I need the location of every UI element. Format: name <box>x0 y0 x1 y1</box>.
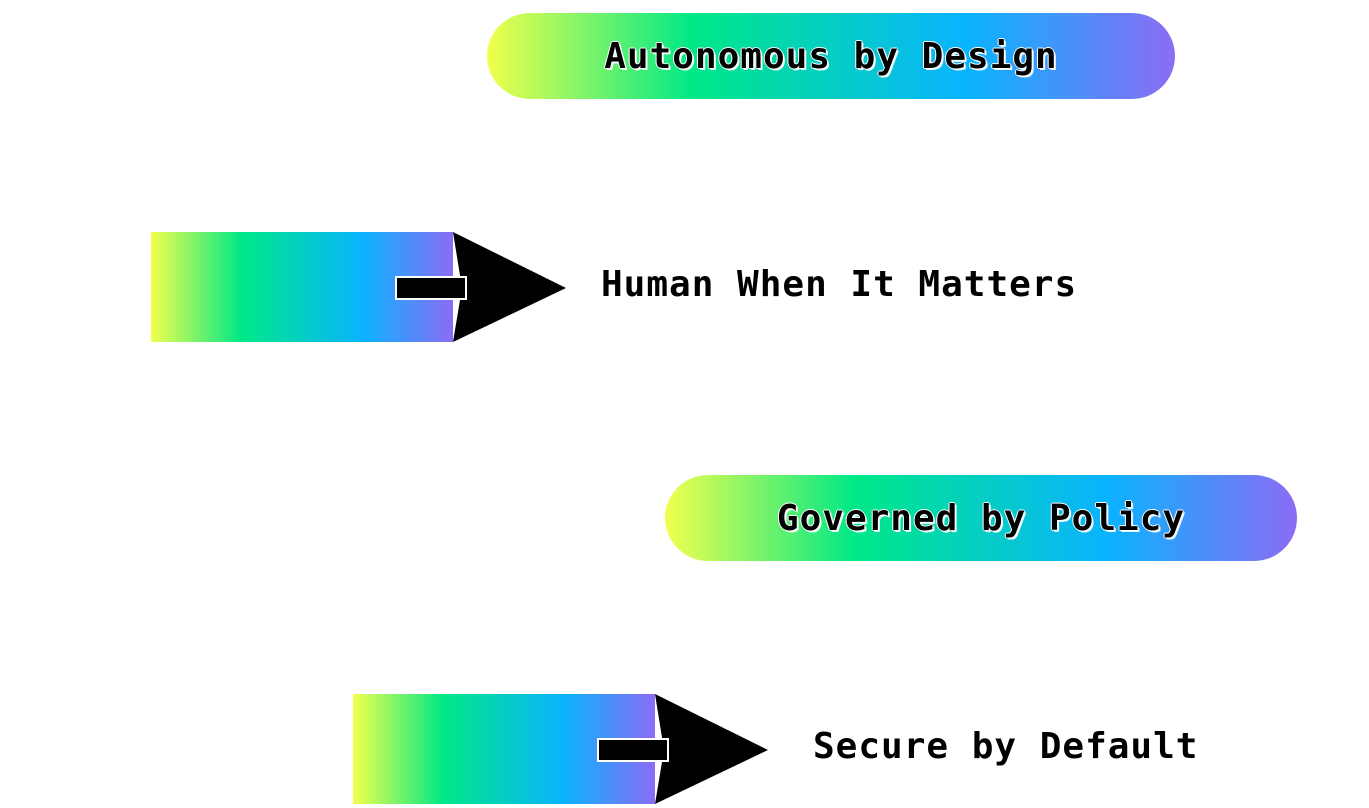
pill-label: Governed by Policy <box>776 497 1186 539</box>
label-secure-by-default: Secure by Default <box>813 726 1199 767</box>
pill-label: Autonomous by Design <box>604 35 1058 77</box>
pill-autonomous-by-design: Autonomous by Design <box>487 13 1175 99</box>
right-arrow-icon <box>353 694 768 804</box>
label-human-when-it-matters: Human When It Matters <box>601 264 1078 305</box>
right-arrow-icon <box>151 232 566 342</box>
pill-governed-by-policy: Governed by Policy <box>665 475 1297 561</box>
